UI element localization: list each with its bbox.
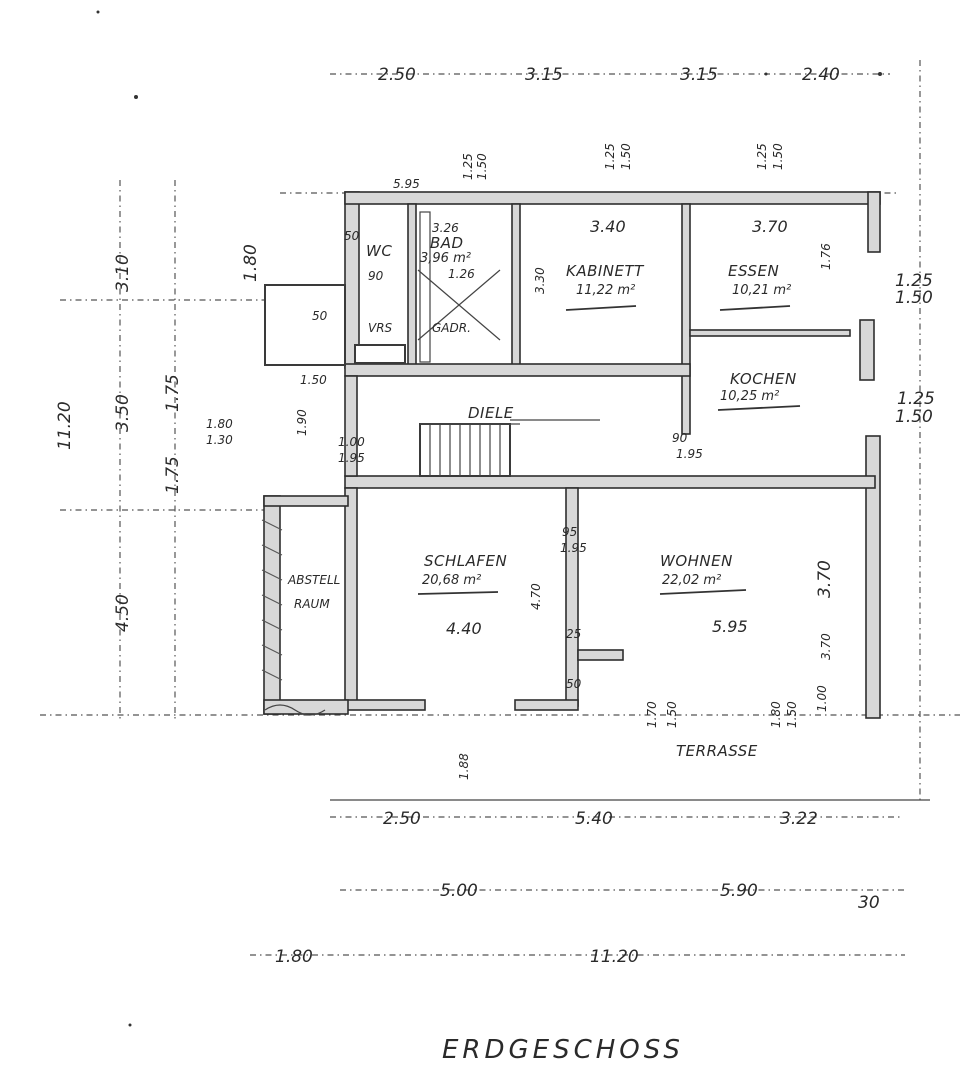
dim-top-4: 2.40: [802, 65, 840, 85]
area-kochen: 10,25 m²: [720, 389, 779, 404]
walls: [263, 191, 881, 719]
wall-hatching: [261, 519, 326, 716]
label-abstell: ABSTELL: [287, 573, 340, 587]
dim-bad-126: 1.26: [448, 267, 475, 281]
dim-right-3: 1.25: [897, 389, 935, 409]
area-wohnen: 22,02 m²: [662, 573, 721, 588]
label-schlafen: SCHLAFEN: [424, 552, 507, 570]
area-bad: 3,96 m²: [420, 251, 471, 266]
dim-h470: 4.70: [529, 583, 543, 610]
dim-bottom2-1: 5.00: [440, 881, 478, 901]
dimension-texts: 2.50 3.15 3.15 2.40 2.50 5.40 3.22 5.00 …: [55, 65, 935, 967]
dim-opening: 5.95: [393, 177, 420, 191]
dim-bottom2-3: 30: [858, 893, 880, 913]
dim-d50: 50: [566, 677, 582, 691]
dim-k1: 3.30: [533, 267, 547, 294]
dim-k90: 90: [672, 431, 688, 445]
label-vrs: VRS: [368, 321, 393, 335]
dim-right-1: 1.25: [895, 271, 933, 291]
dim-t170: 1.70: [645, 701, 659, 728]
dim-wc-90: 90: [368, 269, 384, 283]
dim-a195: 1.95: [338, 451, 365, 465]
dim-wo-w: 5.95: [712, 617, 748, 636]
dim-a150: 1.50: [300, 373, 327, 387]
label-gadr: GADR.: [432, 321, 471, 335]
dim-top-2: 3.15: [525, 65, 563, 85]
dim-top-3: 3.15: [680, 65, 718, 85]
dim-vrs-50: 50: [312, 309, 328, 323]
dim-a130: 1.30: [206, 433, 233, 447]
dim-bottom1-2: 5.40: [575, 809, 613, 829]
area-essen: 10,21 m²: [732, 283, 791, 298]
label-wohnen: WOHNEN: [660, 552, 733, 570]
dim-k2: 1.76: [819, 243, 833, 270]
dim-left-1: 3.10: [113, 254, 133, 292]
dim-h1: 1.25: [461, 153, 475, 180]
label-wc: WC: [366, 242, 392, 260]
room-labels: WC BAD 3,96 m² VRS GADR. KABINETT 11,22 …: [287, 234, 801, 760]
dim-t150: 1.50: [665, 701, 679, 728]
dim-t150b: 1.50: [785, 701, 799, 728]
dim-ess-w: 3.70: [752, 217, 788, 236]
staircase: [419, 419, 600, 477]
dim-right-4: 1.50: [895, 407, 933, 427]
dim-t180: 1.80: [769, 701, 783, 728]
dim-left-6: 1.75: [163, 456, 183, 494]
dim-a180: 1.80: [206, 417, 233, 431]
area-kabinett: 11,22 m²: [576, 283, 635, 298]
dim-left-7: 4.50: [113, 594, 133, 632]
dim-bottom3-2: 11.20: [590, 947, 639, 967]
dim-right-5: 3.70: [815, 560, 835, 598]
dim-h2: 1.50: [475, 153, 489, 180]
dim-h3: 1.25: [603, 143, 617, 170]
dim-right-2: 1.50: [895, 288, 933, 308]
dim-d25: 25: [566, 627, 581, 641]
bath-fixtures: [417, 211, 501, 363]
dim-a100: 1.00: [338, 435, 365, 449]
label-bad: BAD: [430, 234, 464, 252]
dim-left-5: 1.75: [163, 374, 183, 412]
dim-h5: 1.25: [755, 143, 769, 170]
dim-bottom2-2: 5.90: [720, 881, 758, 901]
dim-left-3: 11.20: [55, 401, 75, 450]
dim-t188: 1.88: [457, 753, 471, 780]
label-essen: ESSEN: [728, 262, 779, 280]
dim-left-2: 1.80: [241, 244, 261, 282]
label-kochen: KOCHEN: [730, 370, 797, 388]
dim-sch-w: 4.40: [446, 619, 482, 638]
label-raum: RAUM: [294, 597, 330, 611]
label-diele: DIELE: [468, 404, 514, 422]
dim-left-4: 3.50: [113, 394, 133, 432]
dim-bottom1-3: 3.22: [780, 809, 818, 829]
drawing-title: ERDGESCHOSS: [442, 1035, 684, 1065]
dim-bottom3-1: 1.80: [275, 947, 313, 967]
dim-k195: 1.95: [676, 447, 703, 461]
label-kabinett: KABINETT: [566, 262, 645, 280]
dim-kab-w: 3.40: [590, 217, 626, 236]
label-terrasse: TERRASSE: [676, 742, 758, 760]
dim-b195: 1.95: [560, 541, 587, 555]
inner-dimensions: 5.95 50 3.26 3.40 3.70 1.25 1.50 1.25 1.…: [206, 143, 833, 780]
scan-marks: [96, 10, 882, 1027]
dim-wc-w: 50: [344, 229, 360, 243]
dim-b95: 95: [562, 525, 577, 539]
dim-h370: 3.70: [819, 633, 833, 660]
dim-h6: 1.50: [771, 143, 785, 170]
dim-bottom1-1: 2.50: [383, 809, 421, 829]
dim-h4: 1.50: [619, 143, 633, 170]
dim-a190: 1.90: [295, 409, 309, 436]
dim-t100: 1.00: [815, 685, 829, 712]
area-schlafen: 20,68 m²: [422, 573, 481, 588]
dim-top-1: 2.50: [378, 65, 416, 85]
dim-bad-w: 3.26: [432, 221, 459, 235]
